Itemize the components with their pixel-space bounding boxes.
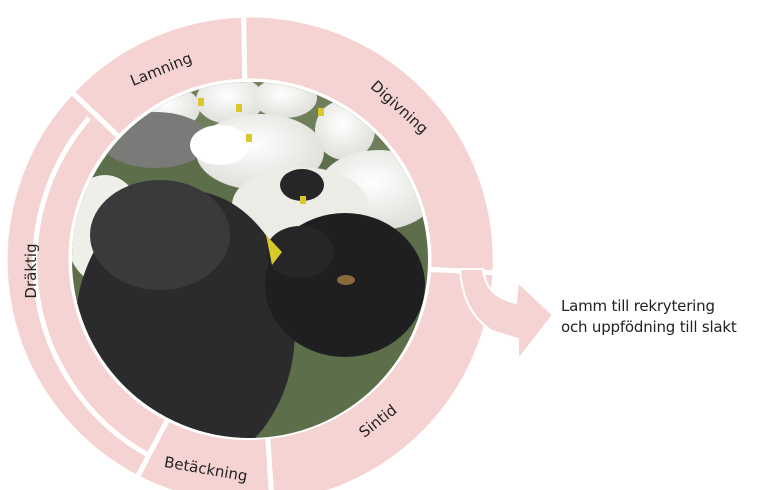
outcome-line-2: och uppfödning till slakt bbox=[561, 317, 773, 338]
outcome-line-1: Lamm till rekrytering bbox=[561, 296, 773, 317]
outcome-text: Lamm till rekrytering och uppfödning til… bbox=[561, 296, 773, 338]
stage-label-draktig: Dräktig bbox=[22, 243, 40, 298]
